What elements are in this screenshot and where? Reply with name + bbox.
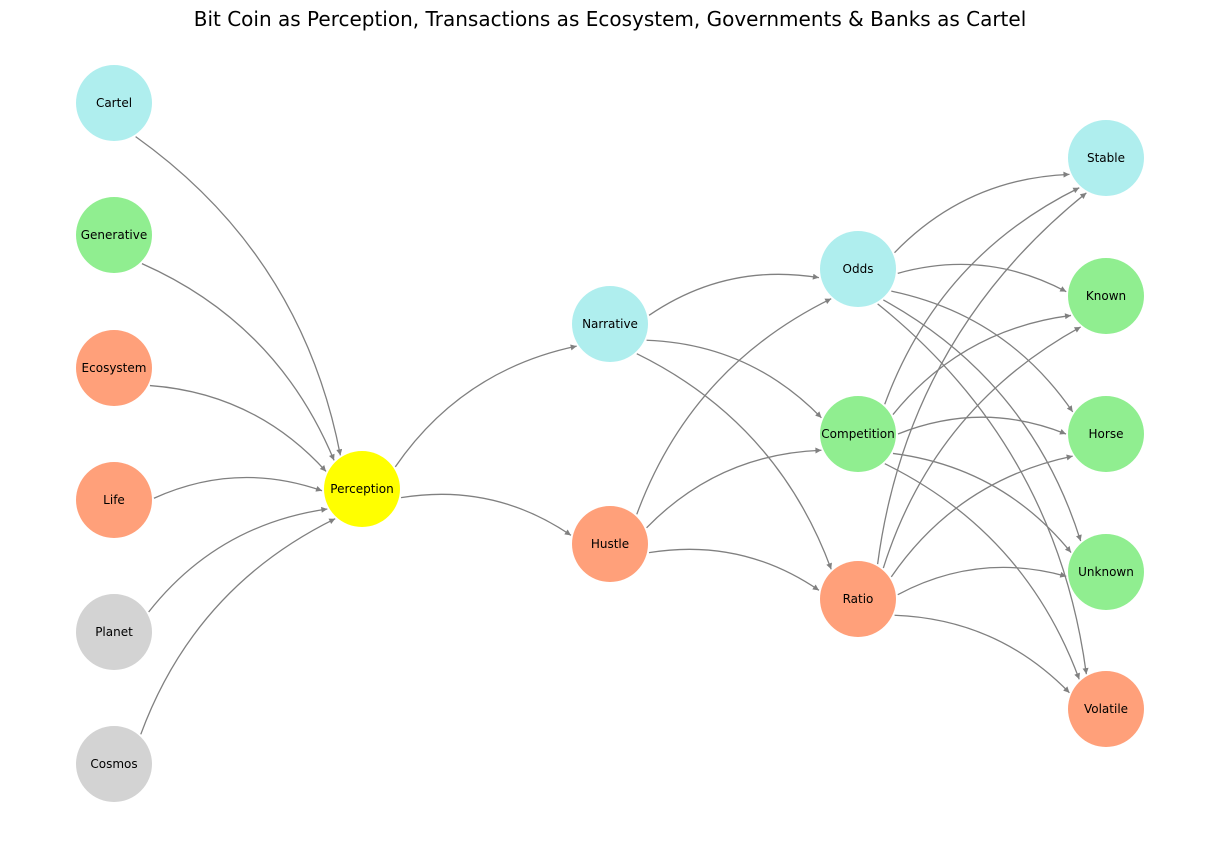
node-odds-circle bbox=[820, 231, 896, 307]
edge-cartel-to-perception bbox=[135, 136, 343, 456]
node-generative: Generative bbox=[76, 197, 152, 273]
edge-ratio-to-unknown bbox=[897, 566, 1067, 596]
node-cosmos: Cosmos bbox=[76, 726, 152, 802]
edge-narrative-to-ratio bbox=[636, 353, 832, 570]
edge-competition-to-known bbox=[892, 313, 1072, 415]
node-cartel-circle bbox=[76, 65, 152, 141]
edge-ratio-to-horse bbox=[890, 454, 1073, 578]
node-odds-label: Odds bbox=[843, 262, 874, 276]
node-cartel: Cartel bbox=[76, 65, 152, 141]
node-narrative: Narrative bbox=[572, 286, 648, 362]
edge-perception-to-hustle bbox=[400, 493, 572, 536]
node-ecosystem-label: Ecosystem bbox=[82, 361, 147, 375]
node-ecosystem-circle bbox=[76, 330, 152, 406]
node-unknown: Unknown bbox=[1068, 534, 1144, 610]
node-known-label: Known bbox=[1086, 289, 1126, 303]
edge-life-to-perception bbox=[153, 476, 323, 499]
node-cartel-label: Cartel bbox=[96, 96, 132, 110]
nodes-layer: Cosmos Planet Life Ecosystem Generative Carte… bbox=[76, 65, 1144, 802]
edge-odds-to-horse bbox=[891, 290, 1074, 413]
node-perception: Perception bbox=[324, 451, 400, 527]
node-ratio-label: Ratio bbox=[843, 592, 874, 606]
edge-ratio-to-volatile bbox=[894, 614, 1070, 694]
edge-odds-to-known bbox=[897, 263, 1067, 293]
edge-perception-to-narrative bbox=[394, 344, 577, 468]
edge-ratio-to-known bbox=[882, 326, 1081, 569]
node-volatile: Volatile bbox=[1068, 671, 1144, 747]
node-stable: Stable bbox=[1068, 120, 1144, 196]
node-hustle-label: Hustle bbox=[591, 537, 629, 551]
node-unknown-circle bbox=[1068, 534, 1144, 610]
node-volatile-label: Volatile bbox=[1084, 702, 1128, 716]
node-ratio-circle bbox=[820, 561, 896, 637]
edge-hustle-to-competition bbox=[646, 447, 822, 529]
node-narrative-circle bbox=[572, 286, 648, 362]
node-planet-circle bbox=[76, 594, 152, 670]
edge-competition-to-unknown bbox=[892, 452, 1072, 553]
node-known-circle bbox=[1068, 258, 1144, 334]
node-life: Life bbox=[76, 462, 152, 538]
node-cosmos-circle bbox=[76, 726, 152, 802]
node-perception-circle bbox=[324, 451, 400, 527]
node-horse-label: Horse bbox=[1089, 427, 1124, 441]
node-horse-circle bbox=[1068, 396, 1144, 472]
node-life-label: Life bbox=[103, 493, 125, 507]
node-ratio: Ratio bbox=[820, 561, 896, 637]
edge-narrative-to-odds bbox=[648, 273, 820, 316]
node-horse: Horse bbox=[1068, 396, 1144, 472]
node-planet-label: Planet bbox=[95, 625, 133, 639]
edge-competition-to-stable bbox=[884, 187, 1080, 405]
node-stable-label: Stable bbox=[1087, 151, 1125, 165]
node-hustle: Hustle bbox=[572, 506, 648, 582]
node-competition-circle bbox=[820, 396, 896, 472]
edge-generative-to-perception bbox=[141, 263, 335, 461]
node-hustle-circle bbox=[572, 506, 648, 582]
edge-odds-to-stable bbox=[894, 171, 1070, 254]
node-unknown-label: Unknown bbox=[1078, 565, 1134, 579]
edge-hustle-to-odds bbox=[636, 298, 832, 515]
node-competition: Competition bbox=[820, 396, 896, 472]
node-narrative-label: Narrative bbox=[582, 317, 638, 331]
edge-ratio-to-stable bbox=[876, 192, 1087, 565]
node-planet: Planet bbox=[76, 594, 152, 670]
node-ecosystem: Ecosystem bbox=[76, 330, 152, 406]
node-competition-label: Competition bbox=[821, 427, 894, 441]
edge-odds-to-unknown bbox=[883, 299, 1082, 542]
edge-ecosystem-to-perception bbox=[149, 384, 327, 472]
edge-cosmos-to-perception bbox=[140, 518, 336, 735]
edge-odds-to-volatile bbox=[877, 303, 1089, 675]
node-odds: Odds bbox=[820, 231, 896, 307]
edges-layer bbox=[135, 136, 1089, 735]
edge-planet-to-perception bbox=[148, 506, 328, 613]
node-life-circle bbox=[76, 462, 152, 538]
diagram-title: Bit Coin as Perception, Transactions as … bbox=[193, 7, 1027, 31]
node-generative-circle bbox=[76, 197, 152, 273]
edge-hustle-to-ratio bbox=[648, 548, 820, 591]
edge-narrative-to-competition bbox=[646, 339, 822, 419]
edge-competition-to-horse bbox=[897, 416, 1067, 435]
node-generative-label: Generative bbox=[81, 228, 147, 242]
node-stable-circle bbox=[1068, 120, 1144, 196]
node-cosmos-label: Cosmos bbox=[90, 757, 137, 771]
node-perception-label: Perception bbox=[330, 482, 393, 496]
edge-competition-to-volatile bbox=[884, 463, 1080, 680]
node-known: Known bbox=[1068, 258, 1144, 334]
node-volatile-circle bbox=[1068, 671, 1144, 747]
